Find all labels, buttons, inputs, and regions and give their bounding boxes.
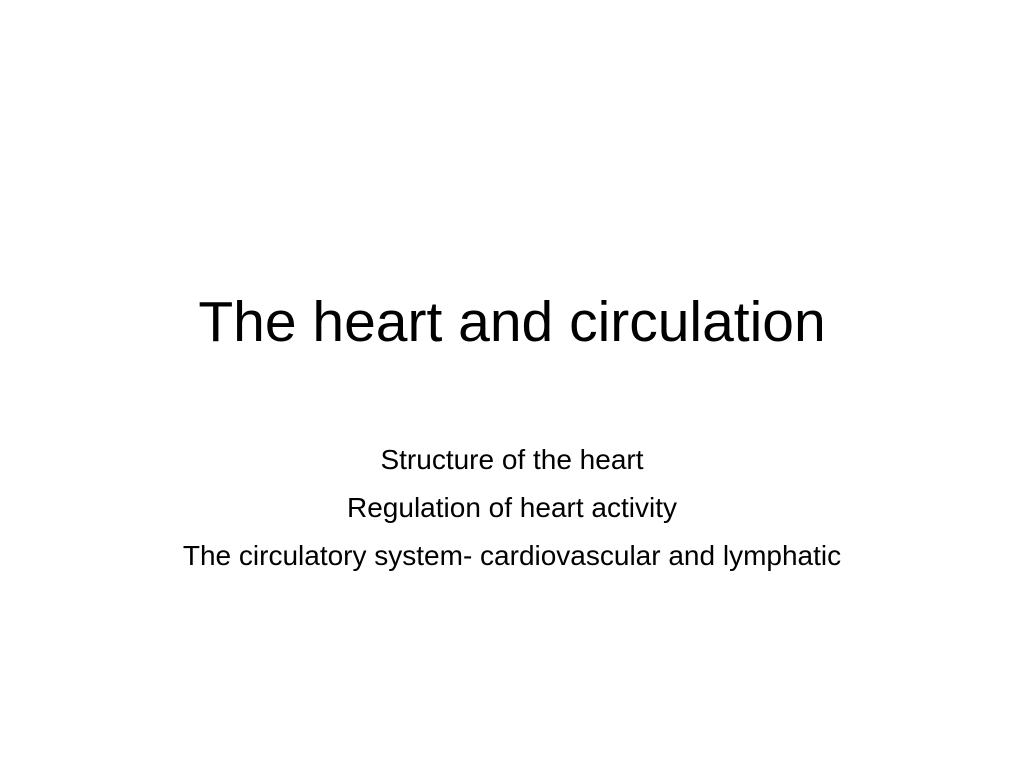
subtitle-item: Regulation of heart activity bbox=[347, 492, 677, 523]
subtitle-list: Structure of the heart Regulation of hea… bbox=[160, 443, 864, 573]
subtitle-item: Structure of the heart bbox=[380, 444, 644, 475]
subtitle-item: The circulatory system- cardiovascular a… bbox=[182, 540, 842, 571]
slide-title: The heart and circulation bbox=[198, 290, 826, 354]
